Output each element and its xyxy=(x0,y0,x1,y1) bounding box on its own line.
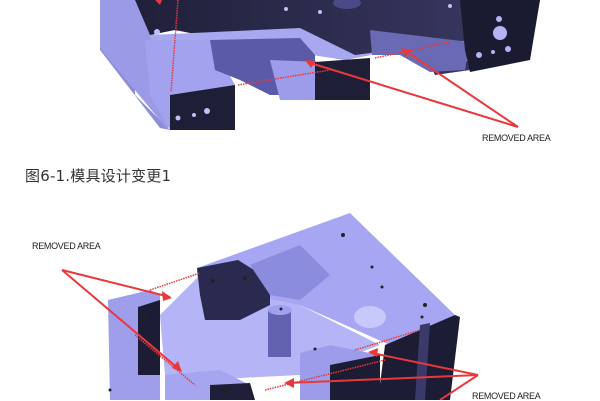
mold-design-figure-2 xyxy=(0,205,600,400)
removed-area-label-right: REMOVED AREA xyxy=(472,391,541,401)
removed-area-label: REMOVED AREA xyxy=(482,133,551,143)
mold-render-1 xyxy=(100,0,540,130)
mold-design-figure-1 xyxy=(0,0,600,150)
removed-area-label-left: REMOVED AREA xyxy=(32,241,101,251)
figure-caption: 图6-1.模具设计变更1 xyxy=(25,167,172,185)
mold-render-2 xyxy=(61,213,479,400)
